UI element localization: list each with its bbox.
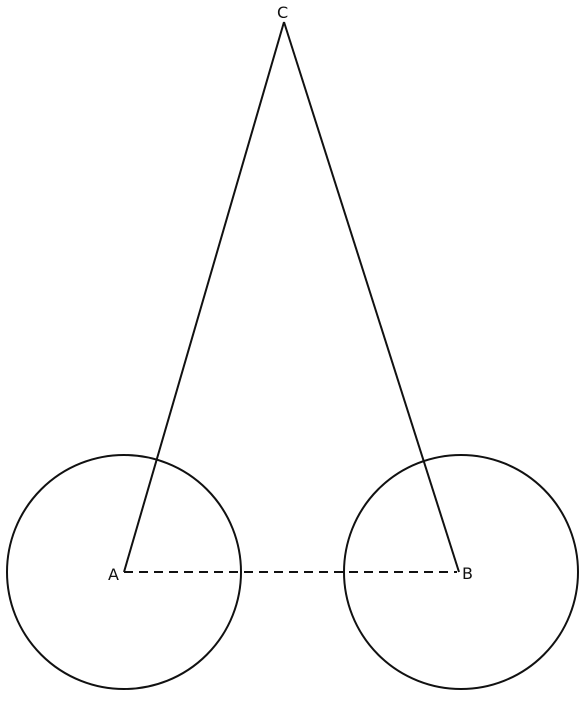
segment-bc — [283, 21, 460, 573]
circle-a — [6, 454, 242, 690]
label-c: C — [277, 3, 288, 22]
label-a: A — [108, 565, 119, 584]
segment-ac — [123, 21, 285, 573]
circle-b — [343, 454, 579, 690]
label-b: B — [462, 564, 473, 583]
